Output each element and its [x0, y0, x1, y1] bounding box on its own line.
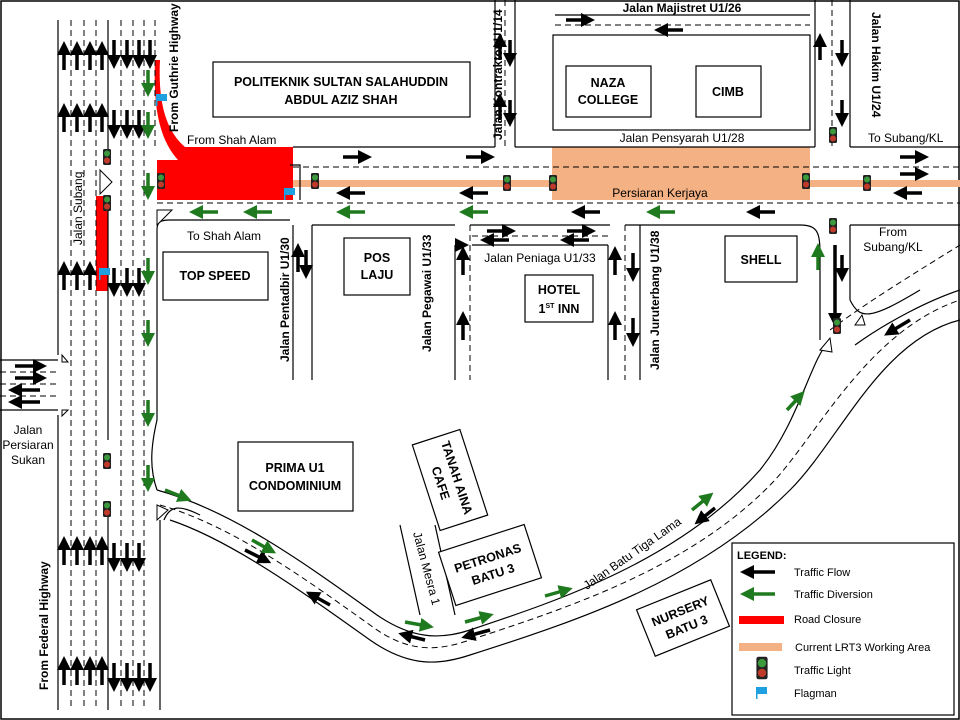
legend-item-flagman: Flagman	[794, 688, 837, 700]
building-label: ABDUL AZIZ SHAH	[284, 93, 397, 107]
legend-item-traffic-diversion: Traffic Diversion	[794, 589, 873, 601]
building-petronas-batu-3: PETRONAS BATU 3	[437, 523, 543, 607]
label-from-subang-kl: From	[879, 225, 907, 239]
traffic-diversion-arrows	[141, 70, 825, 632]
lrt3-working-area	[293, 147, 960, 200]
traffic-flow-arrows	[8, 13, 929, 692]
label-from-subang-kl: Subang/KL	[863, 240, 923, 254]
legend-traffic-light-icon	[756, 656, 768, 680]
label-jalan-kontraktor: Jalan Kontraktor U1/14	[491, 9, 505, 140]
building-politeknik: POLITEKNIK SULTAN SALAHUDDIN ABDUL AZIZ …	[212, 61, 471, 118]
building-pos-laju: POS LAJU	[343, 237, 411, 296]
building-cimb: CIMB	[695, 65, 762, 118]
legend-item-road-closure: Road Closure	[794, 614, 861, 626]
legend-item-traffic-flow: Traffic Flow	[794, 567, 850, 579]
traffic-islands	[61, 168, 866, 522]
building-label: POLITEKNIK SULTAN SALAHUDDIN	[234, 75, 448, 89]
building-hotel-1st-inn: HOTEL 1ST INN	[524, 274, 594, 323]
building-label: TOP SPEED	[179, 269, 250, 283]
label-jalan-juruterbang: Jalan Juruterbang U1/38	[648, 230, 662, 370]
legend: LEGEND: Traffic Flow Traffic Diversion R…	[731, 542, 955, 716]
building-label: PRIMA U1	[265, 461, 324, 475]
label-jalan-majistret: Jalan Majistret U1/26	[623, 1, 742, 15]
building-label: SHELL	[741, 253, 782, 267]
road-closure-area	[96, 60, 293, 291]
building-label: 1ST INN	[539, 302, 580, 316]
label-persiaran-kerjaya: Persiaran Kerjaya	[612, 186, 708, 200]
building-label: COLLEGE	[578, 93, 638, 107]
label-jalan-pegawai: Jalan Pegawai U1/33	[420, 234, 434, 352]
building-shell: SHELL	[724, 235, 798, 283]
label-from-shah-alam: From Shah Alam	[187, 133, 276, 147]
label-jalan-persiaran-sukan: Persiaran	[2, 438, 53, 452]
building-label: POS	[364, 251, 390, 265]
label-jalan-subang: Jalan Subang	[71, 172, 85, 245]
building-label: NAZA	[591, 76, 626, 90]
building-label: CIMB	[712, 85, 744, 99]
jalan-persiaran-sukan-road	[0, 359, 58, 411]
legend-item-lrt3-working-area: Current LRT3 Working Area	[795, 642, 931, 654]
label-jalan-pensyarah: Jalan Pensyarah U1/28	[620, 131, 745, 145]
label-jalan-persiaran-sukan: Jalan	[14, 423, 43, 437]
jalan-batu-tiga-lama-road	[156, 244, 960, 663]
legend-lrt3-icon	[739, 643, 782, 651]
building-naza-college: NAZA COLLEGE	[565, 65, 652, 118]
legend-item-traffic-light: Traffic Light	[794, 665, 851, 677]
label-jalan-hakim: Jalan Hakim U1/24	[869, 12, 883, 118]
label-jalan-persiaran-sukan: Sukan	[11, 453, 45, 467]
building-top-speed: TOP SPEED	[162, 251, 269, 301]
building-label: HOTEL	[538, 283, 581, 297]
label-from-guthrie-highway: From Guthrie Highway	[167, 3, 181, 132]
label-jalan-pentadbir: Jalan Pentadbir U1/30	[278, 237, 292, 362]
building-label: CONDOMINIUM	[249, 479, 341, 493]
label-to-subang-kl: To Subang/KL	[868, 131, 944, 145]
legend-title: LEGEND:	[737, 550, 787, 562]
persiaran-kerjaya-road	[157, 146, 960, 340]
label-from-federal-highway: From Federal Highway	[37, 561, 51, 690]
building-prima-u1: PRIMA U1 CONDOMINIUM	[237, 441, 354, 512]
label-to-shah-alam: To Shah Alam	[187, 229, 261, 243]
label-jalan-peniaga: Jalan Peniaga U1/33	[484, 251, 596, 265]
building-label: LAJU	[361, 268, 394, 282]
legend-road-closure-icon	[739, 616, 784, 624]
